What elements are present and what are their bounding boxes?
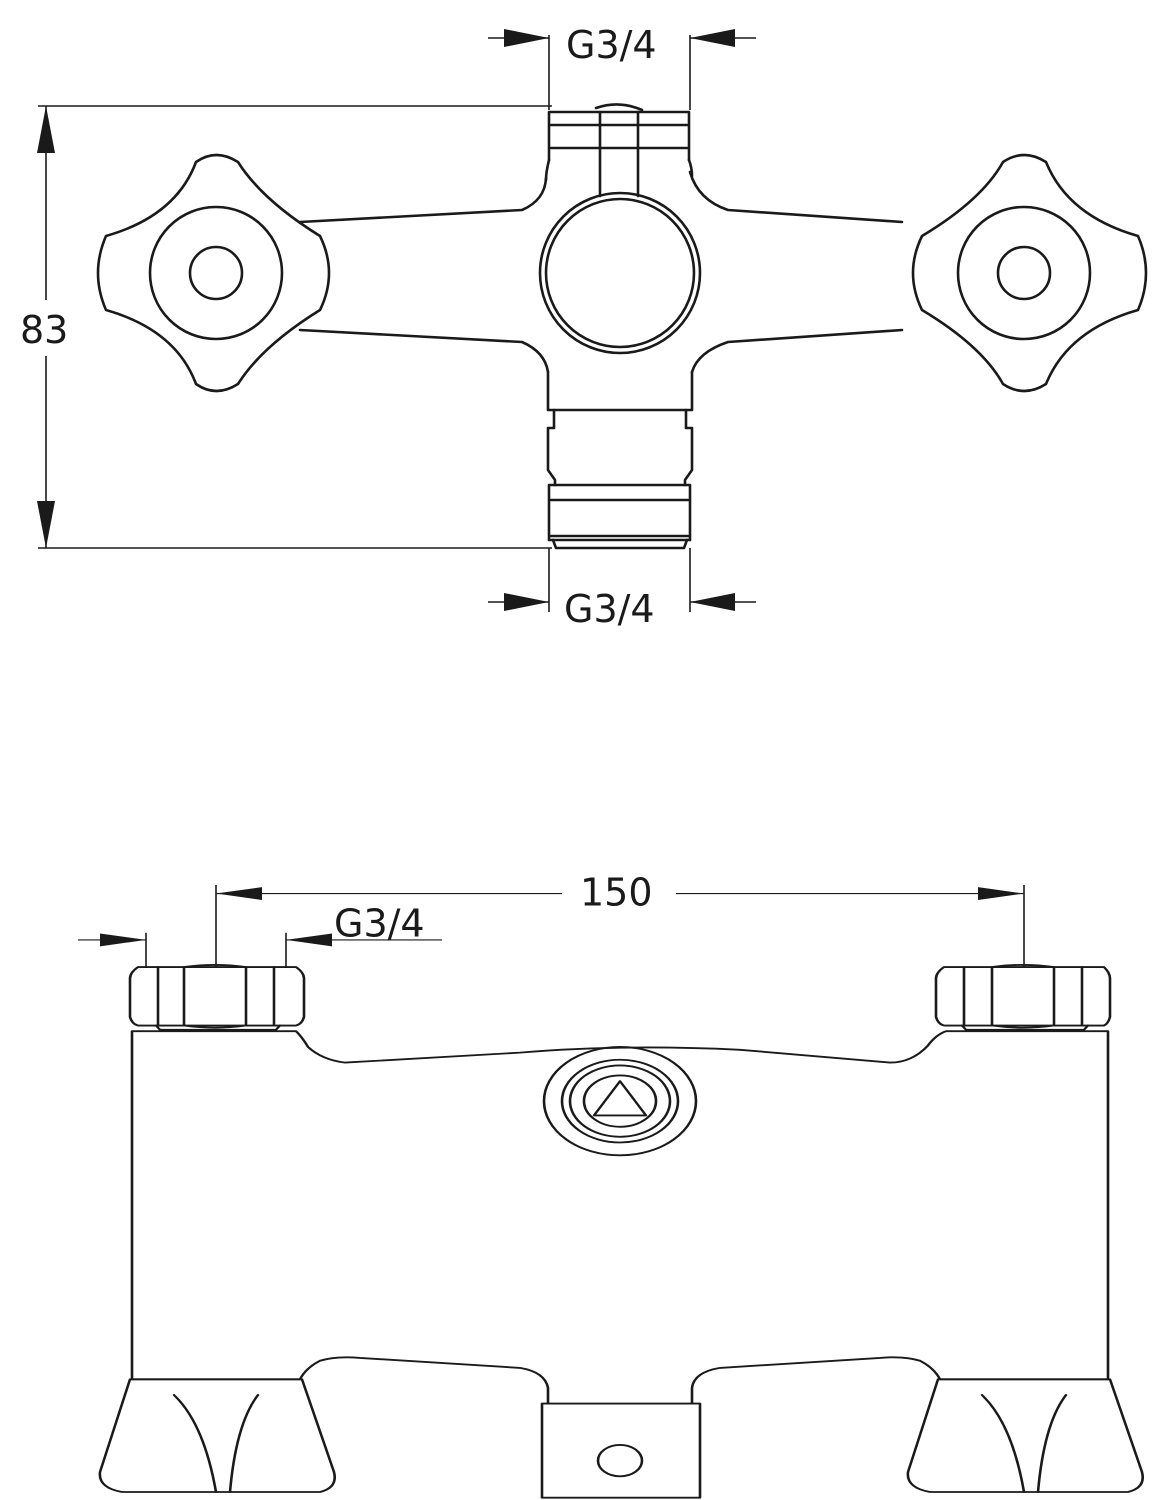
inlet-thread-dimension: G3/4 (78, 901, 442, 968)
bottom-spout (546, 370, 694, 550)
front-diverter-knob (542, 1045, 698, 1157)
bottom-outlet-dimension: G3/4 (488, 548, 756, 631)
right-inlet-nut (934, 963, 1112, 1031)
diverter-knob-inner (544, 197, 696, 349)
front-view: 150 G3/4 (78, 871, 1144, 1499)
top-outlet-dimension: G3/4 (488, 23, 756, 110)
height-dimension: 83 (18, 105, 552, 549)
height-label: 83 (20, 308, 68, 352)
left-front-handle (98, 1378, 336, 1493)
right-star-handle (911, 153, 1148, 393)
left-inlet-nut (128, 963, 306, 1031)
right-front-handle (906, 1378, 1144, 1493)
top-outlet-thread-label: G3/4 (566, 23, 657, 67)
left-handle-arm (298, 176, 550, 374)
center-distance-dimension: 150 (215, 871, 1025, 968)
mixer-body (130, 1030, 1110, 1381)
bottom-outlet-thread-label: G3/4 (564, 587, 655, 631)
diverter-knob (538, 191, 702, 355)
center-distance-label: 150 (580, 871, 653, 915)
mixer-body-lower-edge (130, 1356, 1110, 1405)
front-spout-block (540, 1402, 702, 1499)
top-view: G3/4 83 (18, 23, 1148, 631)
left-star-handle (96, 153, 331, 393)
right-handle-arm (688, 170, 904, 374)
top-outlet-nut (544, 103, 694, 198)
inlet-thread-label: G3/4 (334, 901, 425, 945)
